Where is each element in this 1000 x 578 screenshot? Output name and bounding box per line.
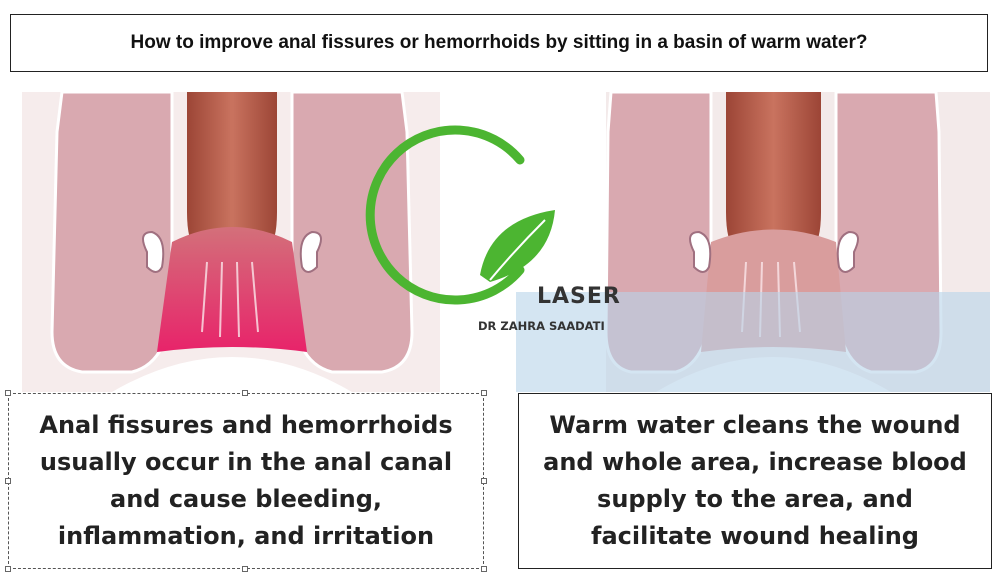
logo-title: LASER [537,284,621,309]
logo-subtitle: DR ZAHRA SAADATI [478,319,605,333]
resize-handle[interactable] [481,478,487,484]
resize-handle[interactable] [481,566,487,572]
resize-handle[interactable] [242,390,248,396]
resize-handle[interactable] [242,566,248,572]
resize-handle[interactable] [5,390,11,396]
caption-problem[interactable]: Anal fissures and hemorrhoids usually oc… [8,393,484,569]
caption-problem-text: Anal fissures and hemorrhoids usually oc… [39,411,453,550]
leaf-circle-icon [330,100,570,350]
caption-solution-text: Warm water cleans the wound and whole ar… [543,411,967,550]
caption-solution: Warm water cleans the wound and whole ar… [518,393,992,569]
resize-handle[interactable] [5,566,11,572]
anal-canal-illustration-warm-water [516,92,990,392]
resize-handle[interactable] [5,478,11,484]
page-title: How to improve anal fissures or hemorrho… [10,14,988,72]
resize-handle[interactable] [481,390,487,396]
